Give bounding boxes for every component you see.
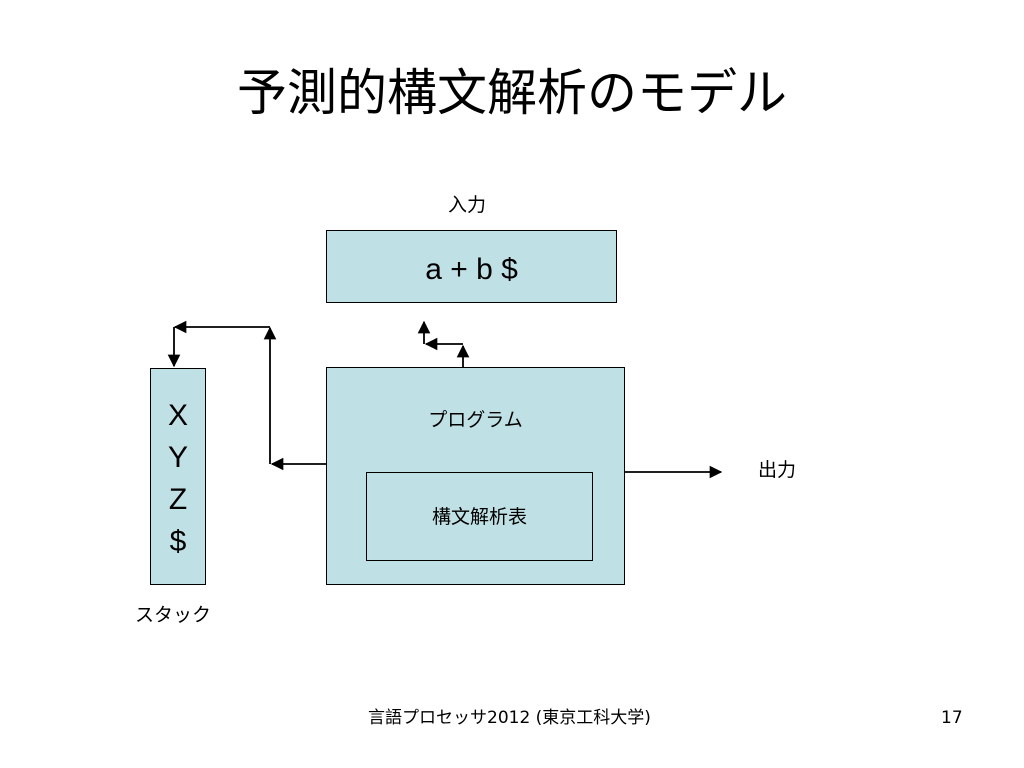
parse-table-label: 構文解析表 (431, 506, 527, 528)
stack-item-end: $ (169, 525, 187, 558)
stack-item-x: X (167, 399, 188, 432)
stack-label: スタック (135, 604, 212, 626)
program-label: プログラム (428, 409, 523, 431)
input-value: a + b $ (425, 253, 518, 286)
parse-table-box: 構文解析表 (366, 472, 593, 561)
stack-item-z: Z (168, 483, 188, 516)
slide-title: 予測的構文解析のモデル (237, 64, 787, 122)
input-label: 入力 (448, 194, 487, 216)
page-number: 17 (941, 708, 963, 728)
program-box: プログラム (326, 367, 625, 585)
input-box: a + b $ (326, 230, 617, 303)
stack-box: X Y Z $ (150, 368, 206, 585)
output-label: 出力 (758, 459, 797, 481)
stack-item-y: Y (167, 441, 188, 474)
footer-text: 言語プロセッサ2012 (東京工科大学) (368, 708, 651, 728)
